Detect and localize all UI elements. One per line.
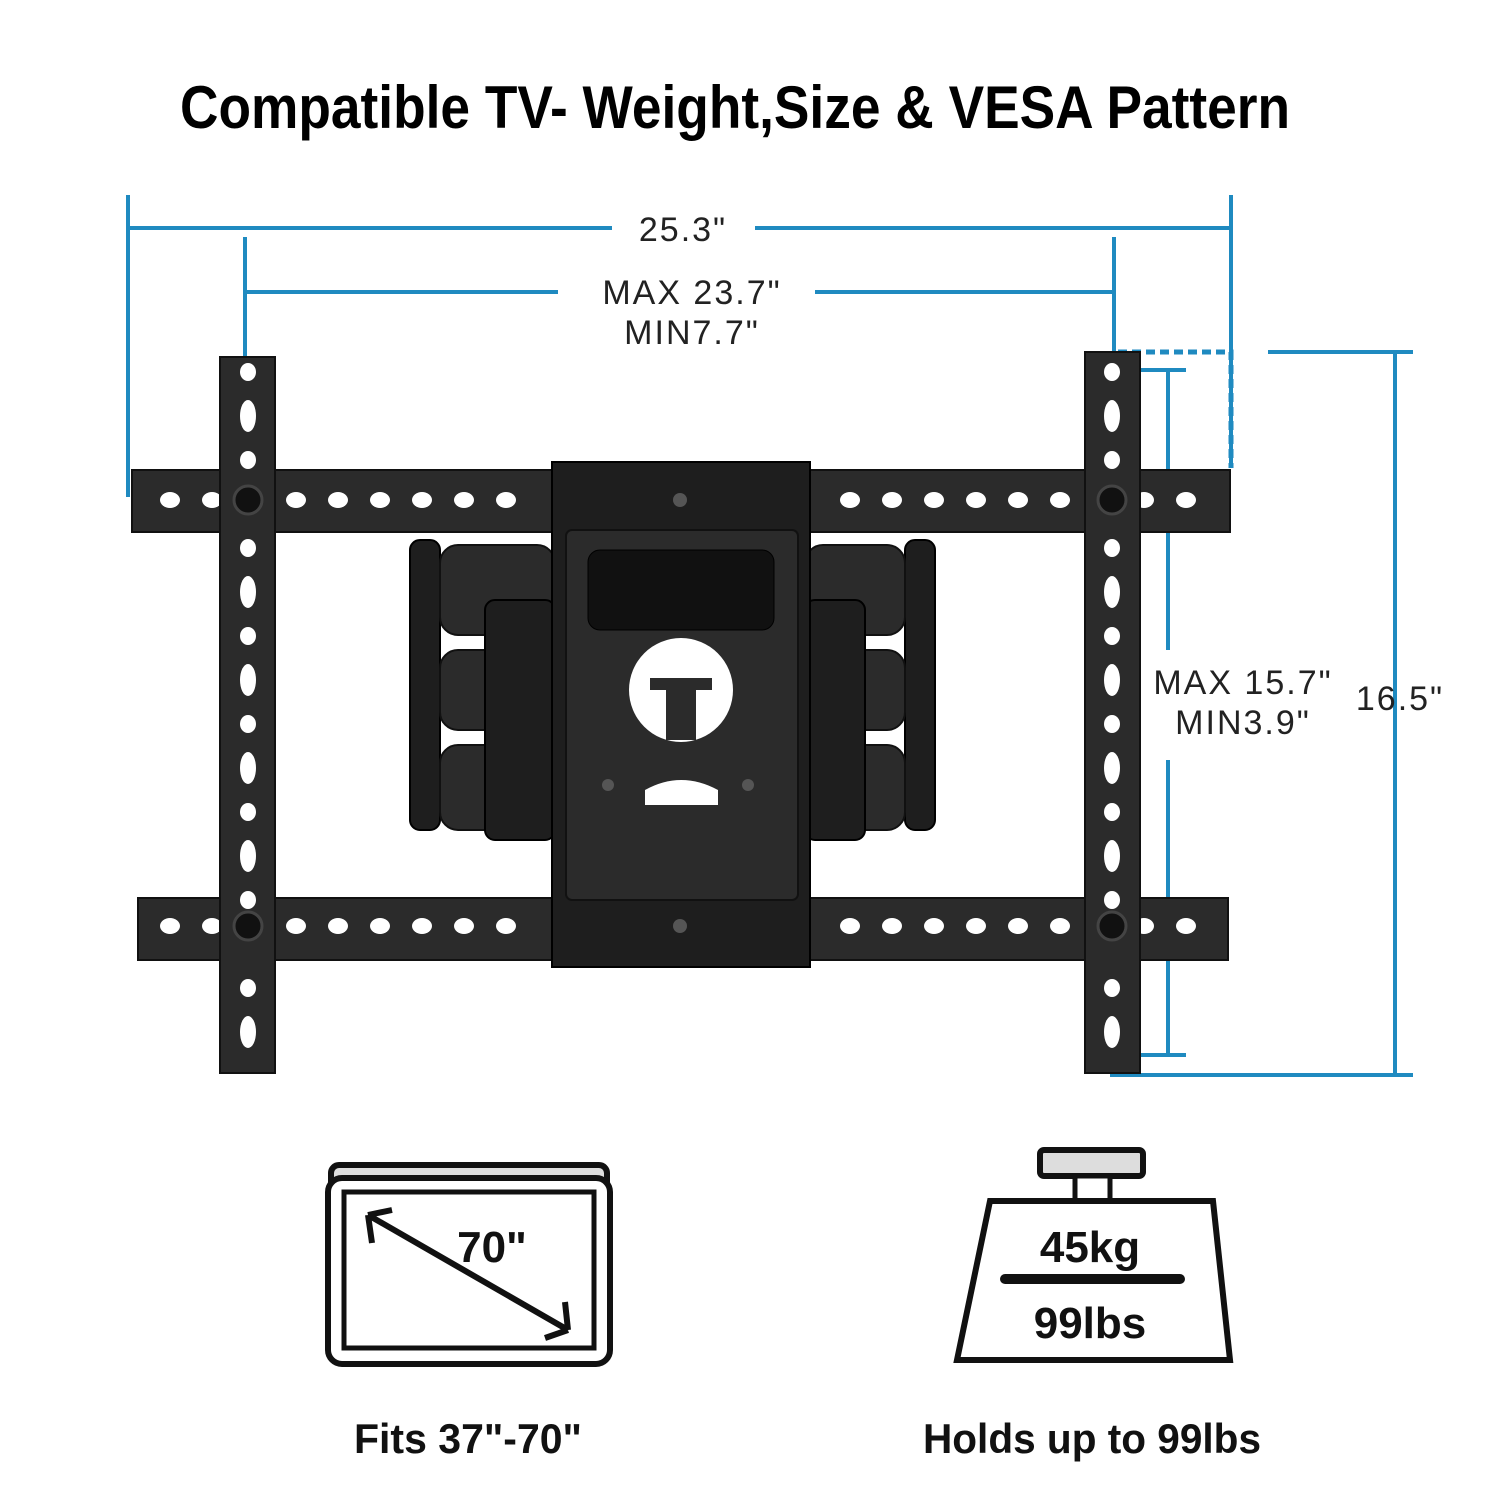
mounting-hole — [240, 803, 256, 821]
mounting-hole — [240, 840, 256, 872]
mounting-hole — [328, 492, 348, 508]
mounting-hole — [240, 891, 256, 909]
mounting-hole — [240, 664, 256, 696]
mounting-hole — [286, 492, 306, 508]
articulating-arm-left — [409, 539, 556, 841]
mounting-hole — [1050, 492, 1070, 508]
dimension-vesa-height: MAX 15.7" MIN3.9" — [1110, 368, 1332, 1057]
mounting-hole — [240, 1016, 256, 1048]
mounting-hole — [1104, 715, 1120, 733]
mounting-hole — [240, 715, 256, 733]
mounting-hole — [1104, 664, 1120, 696]
mounting-hole — [240, 451, 256, 469]
mounting-hole — [1104, 451, 1120, 469]
mounting-hole — [370, 918, 390, 934]
mounting-hole — [1104, 803, 1120, 821]
svg-text:MIN7.7": MIN7.7" — [624, 314, 760, 352]
dimension-overall-height: 16.5" — [1110, 350, 1444, 1077]
mounting-hole — [496, 918, 516, 934]
svg-text:25.3": 25.3" — [639, 211, 727, 249]
mounting-hole — [924, 918, 944, 934]
mounting-hole — [1176, 918, 1196, 934]
mounting-hole — [160, 492, 180, 508]
mounting-hole — [1104, 627, 1120, 645]
mounting-hole — [882, 918, 902, 934]
mounting-hole — [454, 492, 474, 508]
dotted-guide — [1118, 349, 1234, 468]
mounting-hole — [1008, 918, 1028, 934]
mounting-hole — [496, 492, 516, 508]
dimension-overall-width: 25.3" — [126, 195, 1233, 497]
mounting-hole — [1104, 1016, 1120, 1048]
tv-size-icon: 70" — [325, 1162, 613, 1367]
left-vertical-bracket — [219, 356, 276, 1074]
svg-text:45kg: 45kg — [1040, 1223, 1140, 1272]
articulating-arm-right — [804, 539, 936, 841]
mounting-hole — [1104, 979, 1120, 997]
page-title: Compatible TV- Weight,Size & VESA Patter… — [180, 74, 1290, 141]
mounting-hole — [966, 918, 986, 934]
weight-caption: Holds up to 99lbs — [923, 1415, 1261, 1462]
plate-slot — [587, 549, 775, 631]
tv-size-caption: Fits 37"-70" — [354, 1415, 582, 1462]
mounting-hole — [328, 918, 348, 934]
mounting-hole — [240, 363, 256, 381]
svg-text:MAX 15.7": MAX 15.7" — [1153, 664, 1332, 702]
mounting-hole — [1050, 918, 1070, 934]
dimension-vesa-width: MAX 23.7" MIN7.7" — [243, 237, 1116, 370]
svg-text:70": 70" — [457, 1223, 527, 1272]
svg-text:MIN3.9": MIN3.9" — [1175, 704, 1311, 742]
mounting-hole — [412, 918, 432, 934]
tv-wall-mount — [131, 351, 1231, 1074]
mounting-hole — [240, 576, 256, 608]
mounting-hole — [160, 918, 180, 934]
mounting-hole — [882, 492, 902, 508]
mounting-hole — [240, 979, 256, 997]
right-vertical-bracket — [1084, 351, 1141, 1074]
svg-text:16.5": 16.5" — [1356, 680, 1444, 718]
mounting-hole — [202, 918, 222, 934]
mounting-hole — [240, 400, 256, 432]
mounting-hole — [840, 918, 860, 934]
mounting-hole — [1104, 840, 1120, 872]
mounting-hole — [924, 492, 944, 508]
mounting-hole — [1104, 752, 1120, 784]
mounting-hole — [1104, 400, 1120, 432]
mounting-hole — [370, 492, 390, 508]
weight-icon: 45kg 99lbs — [953, 1147, 1234, 1363]
mounting-hole — [966, 492, 986, 508]
mounting-hole — [240, 539, 256, 557]
mounting-hole — [202, 492, 222, 508]
mounting-hole — [1104, 891, 1120, 909]
mounting-hole — [240, 752, 256, 784]
mounting-hole — [1104, 363, 1120, 381]
mounting-hole — [1176, 492, 1196, 508]
mounting-hole — [454, 918, 474, 934]
mounting-hole — [412, 492, 432, 508]
mounting-hole — [840, 492, 860, 508]
mounting-hole — [1104, 539, 1120, 557]
mounting-hole — [240, 627, 256, 645]
svg-text:MAX 23.7": MAX 23.7" — [602, 274, 781, 312]
mounting-hole — [1104, 576, 1120, 608]
mounting-hole — [286, 918, 306, 934]
svg-text:99lbs: 99lbs — [1034, 1299, 1147, 1348]
mounting-hole — [1008, 492, 1028, 508]
